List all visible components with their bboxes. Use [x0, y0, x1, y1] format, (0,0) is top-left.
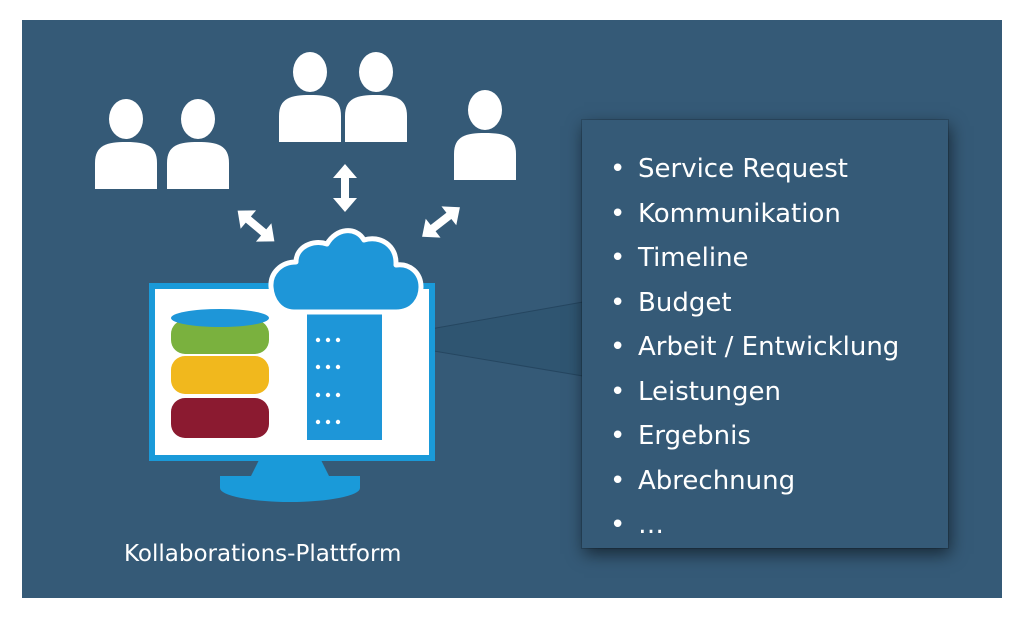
database-icon	[171, 309, 269, 438]
server-icon	[307, 310, 382, 440]
user-group-top	[279, 52, 407, 142]
callout-pointer	[368, 302, 583, 376]
person-icon	[345, 52, 407, 142]
person-icon	[454, 90, 516, 180]
list-item: …	[582, 503, 948, 548]
bidirectional-arrow-icon	[229, 201, 283, 251]
feature-list: Service Request Kommunikation Timeline B…	[582, 120, 948, 548]
platform-label: Kollaborations-Plattform	[124, 541, 402, 567]
person-icon	[279, 52, 341, 142]
feature-list-box: Service Request Kommunikation Timeline B…	[582, 120, 948, 548]
list-item: Abrechnung	[582, 459, 948, 504]
user-group-left	[95, 99, 229, 189]
list-item: Arbeit / Entwicklung	[582, 325, 948, 370]
list-item: Service Request	[582, 147, 948, 192]
list-item: Kommunikation	[582, 192, 948, 237]
list-item: Ergebnis	[582, 414, 948, 459]
list-item: Timeline	[582, 236, 948, 281]
person-icon	[95, 99, 157, 189]
list-item: Leistungen	[582, 370, 948, 415]
bidirectional-arrow-icon	[414, 197, 468, 247]
bidirectional-arrow-icon	[333, 164, 357, 212]
list-item: Budget	[582, 281, 948, 326]
cloud-icon	[268, 228, 424, 315]
person-icon	[167, 99, 229, 189]
user-group-right	[454, 90, 516, 180]
